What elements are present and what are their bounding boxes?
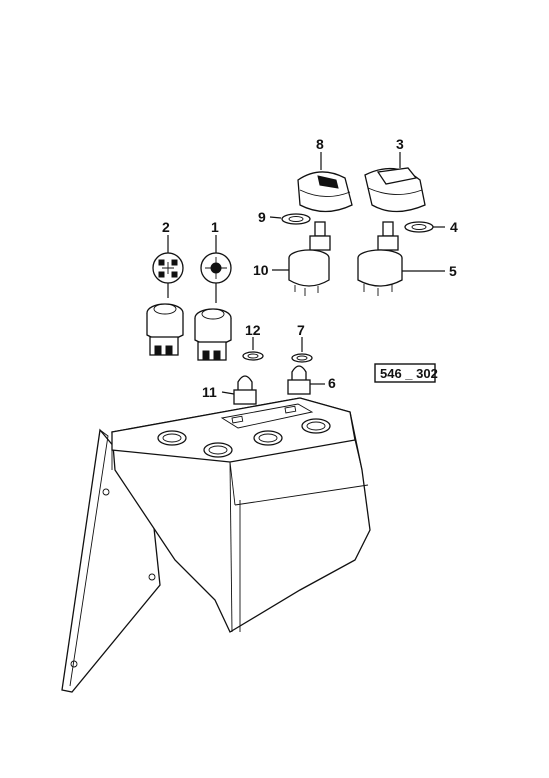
rotary-switch-5 bbox=[357, 221, 403, 296]
washer-4 bbox=[404, 221, 434, 233]
callout-4: 4 bbox=[450, 219, 458, 235]
reference-code: 546 _ 302 bbox=[380, 366, 438, 381]
rocker-switch-2 bbox=[146, 303, 184, 356]
washer-9 bbox=[281, 213, 311, 225]
callout-12: 12 bbox=[245, 322, 261, 338]
callout-9: 9 bbox=[258, 209, 266, 225]
callout-5: 5 bbox=[449, 263, 457, 279]
rotary-switch-10 bbox=[288, 221, 331, 296]
differential-lock-symbol bbox=[200, 252, 232, 284]
rotary-knob-3 bbox=[364, 167, 426, 213]
callout-11: 11 bbox=[202, 384, 217, 400]
rocker-switch-1 bbox=[194, 308, 232, 361]
console-housing bbox=[61, 397, 371, 693]
callout-1: 1 bbox=[211, 219, 219, 235]
callout-8: 8 bbox=[316, 136, 324, 152]
callout-7: 7 bbox=[297, 322, 305, 338]
reference-code-box: 546 _ 302 bbox=[374, 363, 438, 383]
callout-6: 6 bbox=[328, 375, 336, 391]
callout-10: 10 bbox=[253, 262, 269, 278]
callout-3: 3 bbox=[396, 136, 404, 152]
indicator-lamp-11 bbox=[233, 375, 257, 405]
four-wheel-drive-symbol bbox=[152, 252, 184, 284]
washer-12 bbox=[242, 351, 264, 361]
washer-7 bbox=[291, 353, 313, 363]
indicator-lamp-6 bbox=[287, 365, 311, 395]
callout-2: 2 bbox=[162, 219, 170, 235]
rotary-knob-8 bbox=[297, 171, 353, 213]
